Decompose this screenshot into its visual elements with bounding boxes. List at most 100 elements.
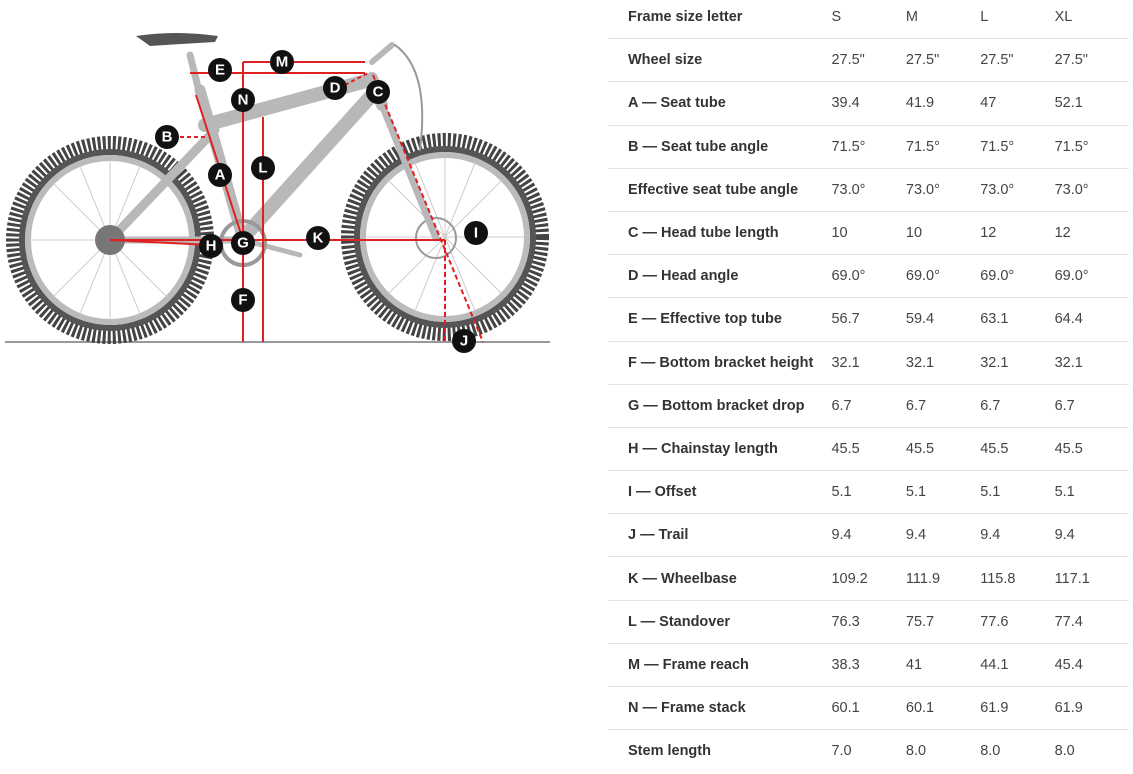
row-value: 77.6 [980,600,1055,644]
row-value: 6.7 [831,384,906,428]
header-size-m: M [905,0,981,40]
row-value: 12 [1054,211,1129,256]
row-value: 64.4 [1054,297,1129,342]
row-label: M — Frame reach [608,643,832,688]
row-value: 27.5" [905,38,981,83]
row-value: 47 [980,81,1055,126]
svg-text:H: H [206,238,217,255]
row-value: 61.9 [980,686,1055,731]
row-value: 45.4 [1054,643,1129,688]
header-size-s: S [831,0,906,40]
svg-text:E: E [215,62,225,79]
row-value: 7.0 [831,743,852,760]
svg-text:D: D [330,80,341,97]
row-value: 27.5" [980,38,1055,83]
row-value: 69.0° [980,254,1055,299]
row-value: 73.0° [1054,168,1129,212]
marker-e: E [208,58,232,82]
marker-i: I [464,221,488,245]
row-label: H — Chainstay length [608,427,832,472]
row-value: 6.7 [980,384,1055,428]
svg-text:J: J [460,333,468,350]
row-value: 45.5 [831,427,906,472]
svg-text:B: B [162,129,173,146]
row-value: 27.5" [1054,38,1129,83]
marker-a: A [208,163,232,187]
row-value: 41.9 [905,81,981,126]
bike-geometry-diagram: M E N D C B A L H G K I F J [5,33,550,353]
row-value: 45.5 [905,427,981,472]
svg-text:F: F [238,292,247,309]
row-value: 38.3 [831,643,906,688]
svg-text:C: C [373,84,384,101]
header-size-l: L [980,0,1055,40]
row-value: 111.9 [905,556,981,601]
row-value: 69.0° [905,254,981,299]
svg-text:A: A [215,167,226,184]
row-value: 56.7 [831,297,906,342]
row-value: 8.0 [905,743,927,760]
row-value: 9.4 [831,513,906,558]
svg-text:L: L [258,160,267,177]
svg-text:K: K [313,230,324,247]
row-value: 109.2 [831,556,906,601]
row-value: 10 [831,211,906,256]
row-value: 63.1 [980,297,1055,342]
row-value: 5.1 [1054,470,1129,515]
row-label: E — Effective top tube [608,297,832,342]
svg-text:N: N [238,92,249,109]
row-value: 69.0° [831,254,906,299]
row-value: 32.1 [1054,341,1129,385]
row-label: Effective seat tube angle [608,168,832,212]
row-label: D — Head angle [608,254,832,299]
row-value: 115.8 [980,556,1055,601]
marker-m: M [270,50,294,74]
saddle [136,33,218,46]
svg-text:M: M [276,54,289,71]
row-value: 5.1 [980,470,1055,515]
row-value: 71.5° [831,125,906,169]
row-label: L — Standover [608,600,832,644]
marker-j: J [452,329,476,353]
row-label: N — Frame stack [608,686,832,731]
row-label: G — Bottom bracket drop [608,384,832,428]
row-value: 45.5 [1054,427,1129,472]
row-label: Wheel size [608,38,832,83]
row-value: 44.1 [980,643,1055,688]
row-value: 60.1 [905,686,981,731]
row-value: 45.5 [980,427,1055,472]
row-label: I — Offset [608,470,832,515]
header-label: Frame size letter [608,0,832,40]
row-label: A — Seat tube [608,81,832,126]
bike-frame [105,42,440,258]
row-value: 76.3 [831,600,906,644]
svg-text:I: I [474,225,478,242]
row-value: 12 [980,211,1055,256]
row-label: Stem length [628,743,711,760]
marker-h: H [199,234,223,258]
row-value: 5.1 [831,470,906,515]
row-value: 69.0° [1054,254,1129,299]
row-value: 9.4 [980,513,1055,558]
row-value: 41 [905,643,981,688]
marker-g: G [231,231,255,255]
row-label: F — Bottom bracket height [608,341,832,385]
row-value: 8.0 [1054,743,1075,760]
row-value: 77.4 [1054,600,1129,644]
row-label: C — Head tube length [608,211,832,256]
row-label: B — Seat tube angle [608,125,832,169]
marker-c: C [366,80,390,104]
row-value: 73.0° [831,168,906,212]
row-value: 75.7 [905,600,981,644]
row-value: 32.1 [831,341,906,385]
